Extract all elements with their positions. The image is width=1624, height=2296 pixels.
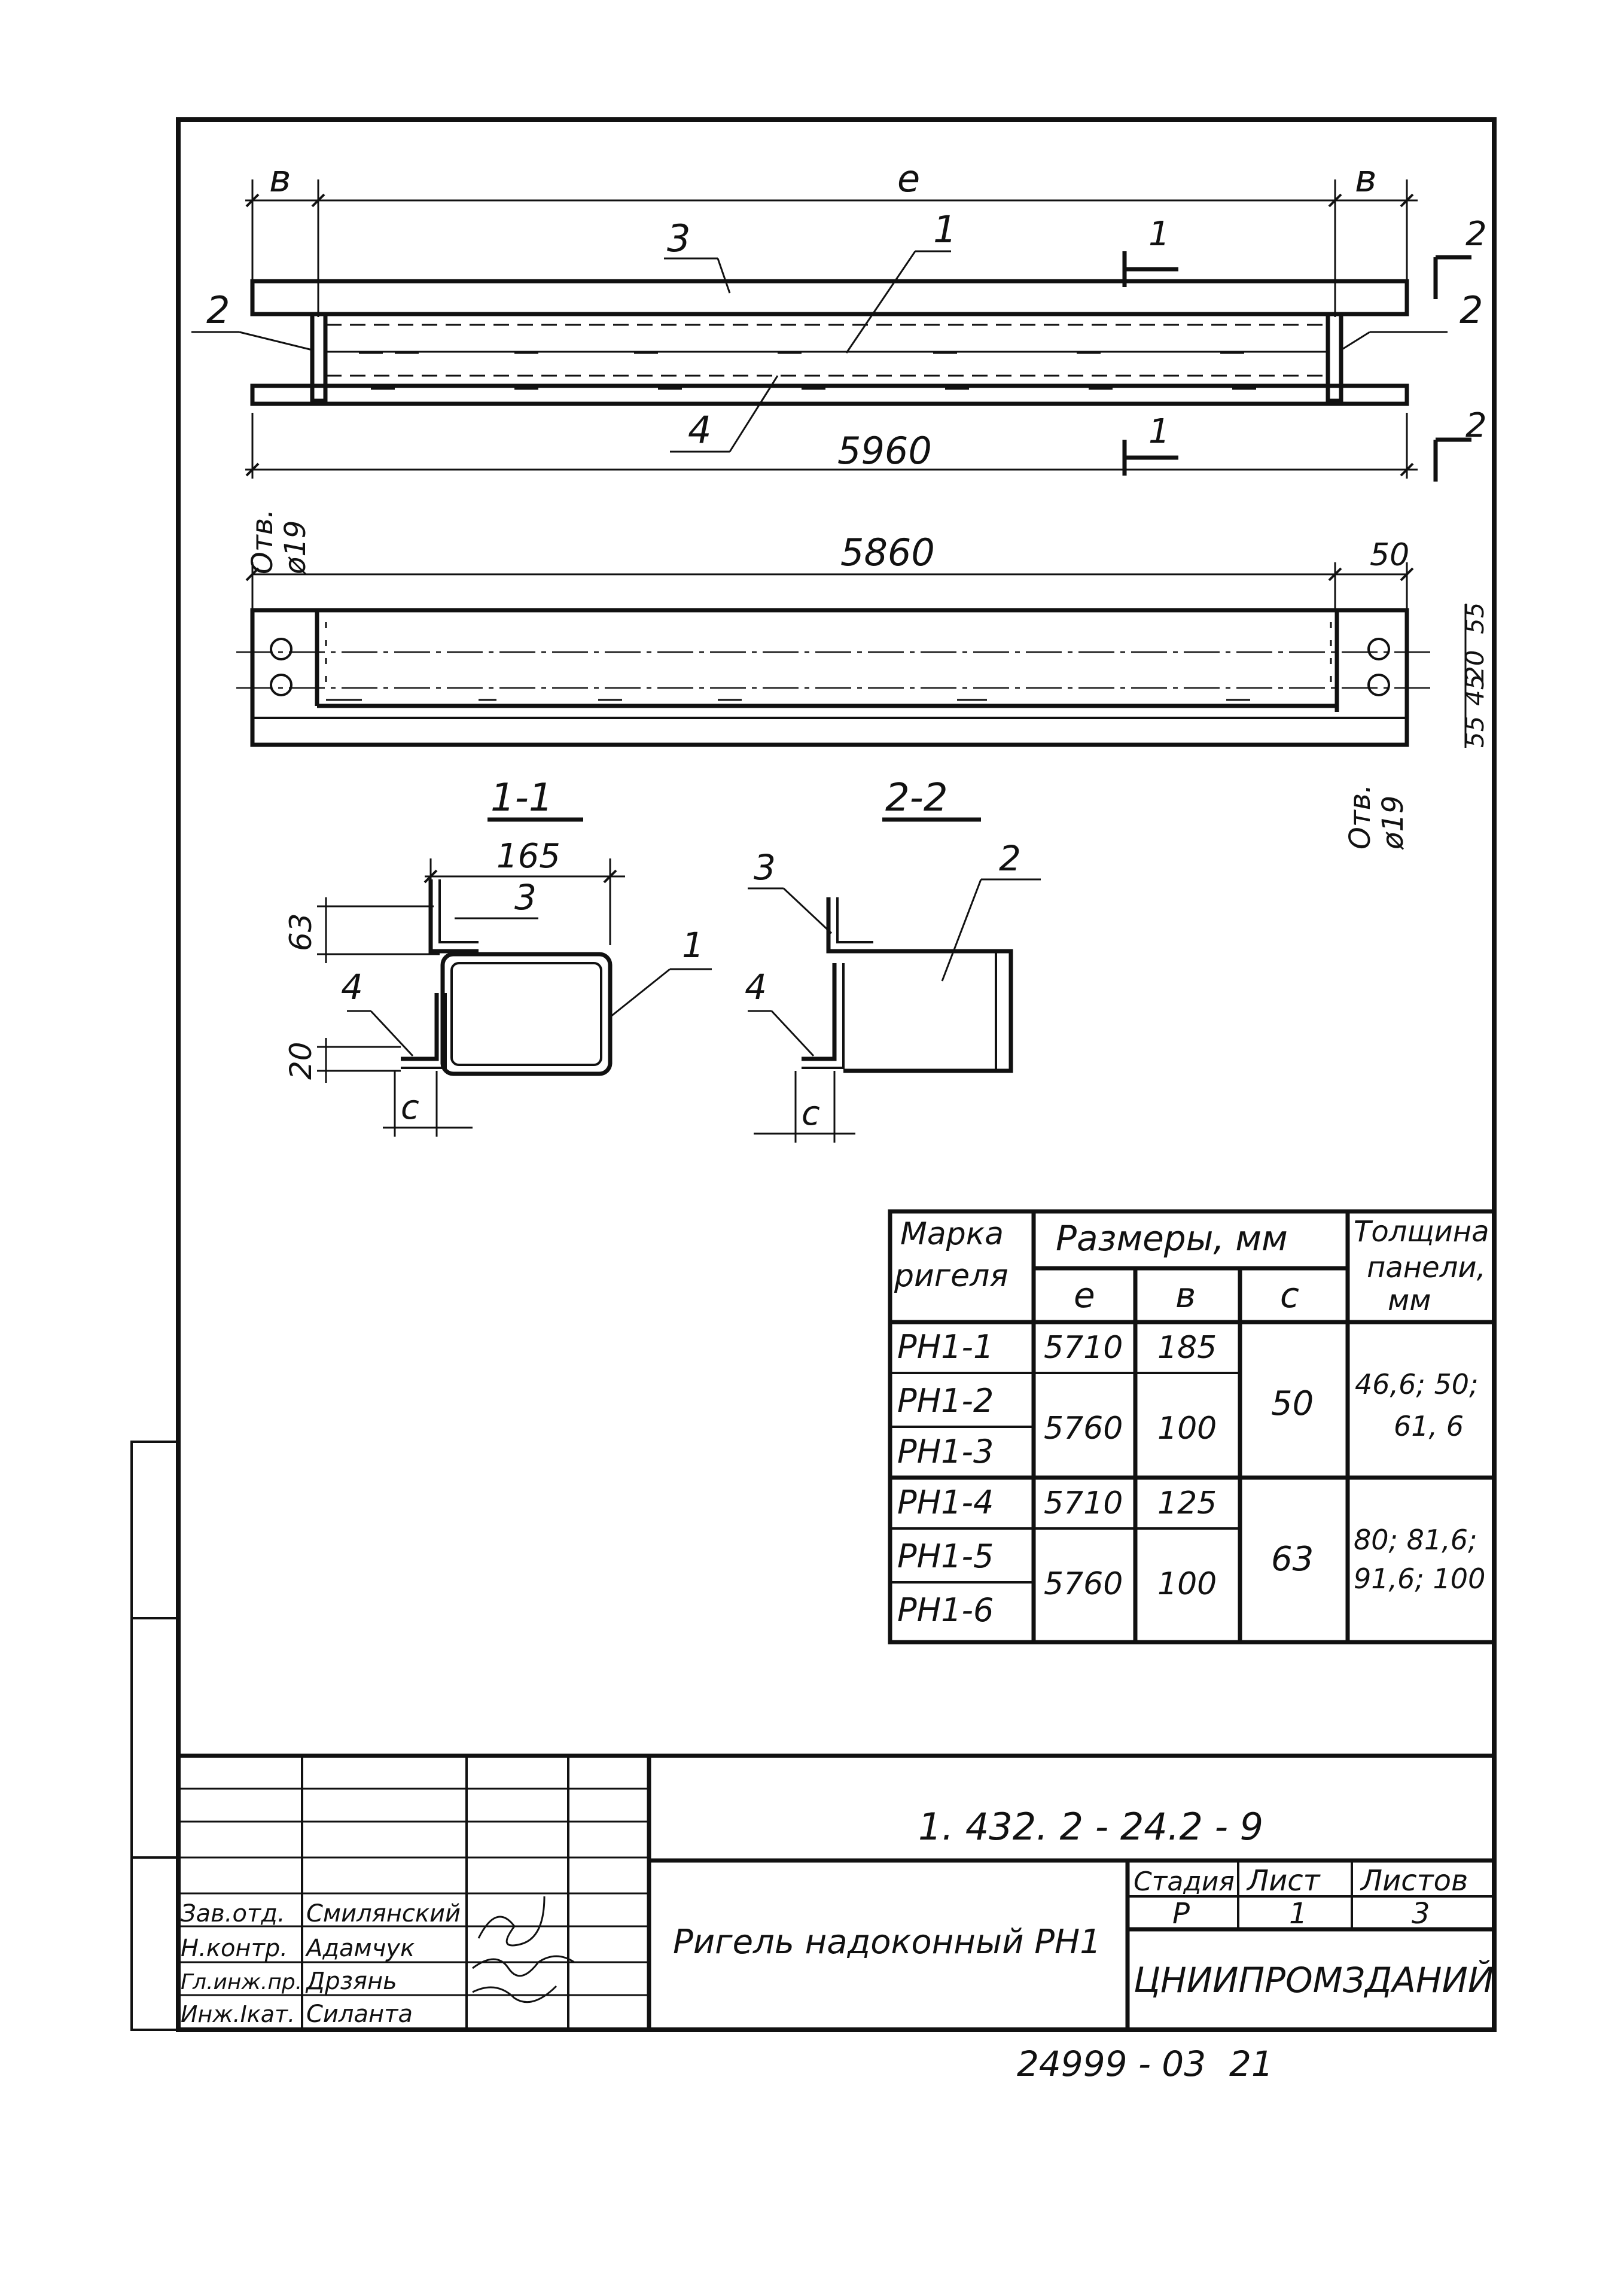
sub-l: е	[1074, 1275, 1095, 1316]
plan-view: 5860 50 55 20 45 55 Отв. ø19 Отв. ø19	[236, 509, 1489, 850]
pos-2-left: 2	[206, 288, 230, 332]
doc-title: Ригель надоконный РН1	[673, 1923, 1101, 1962]
hdr-thick-2: панели,	[1367, 1251, 1486, 1284]
row-l: 5710	[1044, 1330, 1123, 1366]
pos-3-top: 3	[667, 217, 690, 260]
binding-strip	[130, 1441, 179, 2031]
stage-label: Стадия	[1134, 1866, 1235, 1897]
hole-right-dia: ø19	[1376, 796, 1410, 850]
section-1-pos1: 1	[682, 925, 704, 966]
archive-number: 24999 - 03	[1017, 2044, 1206, 2084]
section-2-2: 2-2 3 4 2 с	[745, 776, 1041, 1143]
section-2-c: с	[802, 1094, 820, 1133]
row-l: 5760	[1044, 1566, 1123, 1602]
cut-1-top: 1	[1148, 215, 1170, 254]
signer-name: Смилянский	[306, 1900, 461, 1927]
section-1-pos4: 4	[341, 967, 363, 1007]
section-2-pos4: 4	[745, 967, 767, 1007]
section-2-pos2: 2	[999, 838, 1021, 879]
row-l: 5760	[1044, 1411, 1123, 1447]
thick-group-1a: 46,6; 50;	[1355, 1368, 1479, 1400]
thick-group-1b: 61, 6	[1394, 1410, 1464, 1442]
sheets-value: 3	[1412, 1897, 1430, 1930]
signer-name: Адамчук	[304, 1935, 415, 1962]
dim-b-left: в	[269, 157, 291, 200]
stage-value: Р	[1172, 1897, 1190, 1930]
signer-role: Зав.отд.	[181, 1900, 285, 1927]
section-1-h20: 20	[284, 1042, 318, 1080]
vdim-3: 45	[1460, 674, 1489, 706]
hole-left-dia: ø19	[279, 520, 312, 575]
thick-group-2a: 80; 81,6;	[1354, 1524, 1477, 1556]
vdim-2: 20	[1460, 650, 1489, 682]
page-number: 21	[1229, 2044, 1273, 2084]
sheet-frame	[176, 117, 1497, 2032]
section-1-c: с	[401, 1088, 419, 1127]
section-1-1: 1-1 165 3 1 4 63 20	[284, 776, 712, 1137]
row-b: 125	[1157, 1485, 1217, 1521]
title-block: 1. 432. 2 - 24.2 - 9 Ригель надоконный Р…	[178, 1753, 1494, 2030]
c-group-1: 50	[1271, 1384, 1314, 1423]
hdr-thick-3: мм	[1388, 1284, 1431, 1317]
cut-2-bottom: 2	[1465, 406, 1487, 445]
dim-b-right: в	[1355, 157, 1377, 200]
sheet-value: 1	[1289, 1897, 1308, 1930]
pos-1-top: 1	[933, 208, 956, 251]
row-mark: РН1-1	[897, 1328, 994, 1366]
row-l: 5710	[1044, 1485, 1123, 1521]
plan-edge-dim: 50	[1370, 537, 1409, 573]
hole-right-label: Отв.	[1343, 784, 1377, 849]
vdim-4: 55	[1460, 716, 1489, 748]
signature-1	[477, 1896, 546, 1947]
row-b: 100	[1157, 1411, 1217, 1447]
row-b: 100	[1157, 1566, 1217, 1602]
sheet-label: Лист	[1246, 1864, 1321, 1898]
signer-name: Силанта	[306, 2000, 413, 2028]
org-name: ЦНИИПРОМЗДАНИЙ	[1134, 1959, 1494, 2000]
pos-4-top: 4	[688, 408, 711, 452]
sub-c: с	[1280, 1275, 1299, 1316]
hdr-mark-2: ригеля	[894, 1258, 1008, 1294]
plan-length: 5860	[840, 531, 935, 574]
thick-group-2b: 91,6; 100	[1354, 1563, 1485, 1595]
row-mark: РН1-3	[897, 1433, 994, 1470]
section-2-title: 2-2	[885, 776, 948, 820]
section-1-width: 165	[496, 837, 560, 876]
section-2-pos3: 3	[754, 847, 776, 888]
hdr-thick-1: Толщина	[1354, 1215, 1489, 1249]
sheets-label: Листов	[1360, 1864, 1468, 1898]
cut-2-top: 2	[1465, 215, 1487, 254]
hdr-mark-1: Марка	[900, 1216, 1004, 1252]
row-mark: РН1-6	[897, 1591, 994, 1629]
signer-role: Н.контр.	[181, 1935, 288, 1962]
cut-1-bottom: 1	[1148, 412, 1170, 451]
section-1-title: 1-1	[490, 776, 553, 820]
spec-table: Марка ригеля Размеры, мм Толщина панели,…	[888, 1209, 1497, 1645]
row-mark: РН1-2	[897, 1382, 994, 1420]
row-b: 185	[1157, 1330, 1217, 1366]
hdr-sizes: Размеры, мм	[1056, 1218, 1288, 1259]
signature-2	[472, 1955, 575, 1977]
section-1-pos3: 3	[514, 877, 537, 918]
section-1-h63: 63	[284, 913, 318, 951]
vdim-1: 55	[1460, 602, 1489, 634]
row-mark: РН1-5	[897, 1537, 994, 1575]
signer-name: Дрзянь	[305, 1968, 397, 1995]
doc-code: 1. 432. 2 - 24.2 - 9	[918, 1805, 1263, 1849]
sub-b: в	[1175, 1275, 1196, 1316]
hole-left-label: Отв.	[246, 509, 279, 574]
row-mark: РН1-4	[897, 1484, 994, 1521]
signer-role: Инж.Iкат.	[181, 2001, 295, 2027]
pos-2-right: 2	[1460, 288, 1483, 332]
elevation-view: в е в 3 1 4 2 2	[191, 157, 1487, 482]
dim-l: е	[897, 157, 920, 200]
signature-3	[472, 1985, 557, 2003]
c-group-2: 63	[1271, 1540, 1314, 1579]
overall-length: 5960	[837, 429, 932, 473]
signer-role: Гл.инж.пр.	[181, 1970, 302, 1994]
